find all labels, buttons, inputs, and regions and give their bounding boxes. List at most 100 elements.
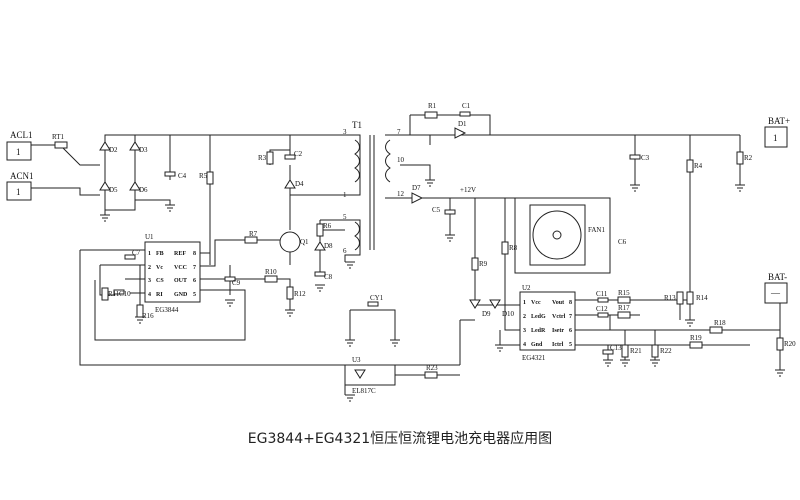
c1-capacitor xyxy=(459,111,471,117)
u2-pin-8: 8 xyxy=(569,300,572,306)
d7-diode xyxy=(411,192,424,204)
bat-negative-pin: — xyxy=(770,288,781,298)
r11-resistor xyxy=(101,287,109,301)
t1-pin-5: 5 xyxy=(343,213,347,221)
r14-resistor xyxy=(686,291,694,305)
acn1-pin: 1 xyxy=(16,187,21,197)
rt1-label: RT1 xyxy=(52,133,65,141)
r21-label: R21 xyxy=(630,347,642,355)
u1-pin-out: OUT xyxy=(174,278,187,284)
bat-positive-label: BAT+ xyxy=(768,116,790,126)
r6-resistor xyxy=(316,223,324,237)
bat-positive-terminal[interactable] xyxy=(764,126,788,148)
t1-pin-12: 12 xyxy=(397,190,405,198)
acl1-label: ACL1 xyxy=(10,130,33,140)
t1-pin-3: 3 xyxy=(343,128,347,136)
r20-label: R20 xyxy=(784,340,796,348)
r4-label: R4 xyxy=(694,162,703,170)
u1-pin-ri: RI xyxy=(156,292,163,298)
components xyxy=(6,111,788,386)
u2-pin-1: 1 xyxy=(523,300,526,306)
d3-label: D3 xyxy=(139,146,148,154)
v12-label: +12V xyxy=(460,186,476,194)
d10-led xyxy=(489,299,501,309)
u2-pin-gnd: Gnd xyxy=(531,342,543,348)
d1-diode xyxy=(454,127,467,139)
ground-symbols xyxy=(100,179,785,402)
r2-resistor xyxy=(736,151,744,165)
r3-resistor xyxy=(266,151,274,165)
u2-part-label: EG4321 xyxy=(522,354,546,362)
c6-label: C6 xyxy=(618,238,627,246)
u1-pin-vc: Vc xyxy=(156,265,163,271)
u1-pin-8: 8 xyxy=(193,251,196,257)
c4-capacitor xyxy=(164,171,176,177)
c10-label: C10 xyxy=(119,290,131,298)
u2-pin-5: 5 xyxy=(569,342,572,348)
r12-label: R12 xyxy=(294,290,306,298)
t1-pin-1: 1 xyxy=(343,191,347,199)
q1-label: Q1 xyxy=(300,238,309,246)
r22-resistor xyxy=(651,344,659,358)
r17-resistor xyxy=(617,311,631,319)
u1-pin-7: 7 xyxy=(193,265,196,271)
r21-resistor xyxy=(621,344,629,358)
u3-part-label: EL817C xyxy=(352,387,376,395)
r12-resistor xyxy=(286,286,294,300)
d2-diode xyxy=(99,141,111,151)
c4-label: C4 xyxy=(178,172,187,180)
r3-label: R3 xyxy=(258,154,267,162)
c3-label: C3 xyxy=(641,154,650,162)
c2-label: C2 xyxy=(294,150,303,158)
fan1-label: FAN1 xyxy=(588,226,605,234)
u1-pin-4: 4 xyxy=(148,292,151,298)
r19-label: R19 xyxy=(690,334,702,342)
d10-label: D10 xyxy=(502,310,515,318)
c5-label: C5 xyxy=(432,206,441,214)
t1-pin-6: 6 xyxy=(343,247,347,255)
u2-pin-vout: Vout xyxy=(552,300,564,306)
t1-primary-winding xyxy=(354,139,360,183)
bat-negative-terminal[interactable] xyxy=(764,282,788,304)
r16-label: R16 xyxy=(142,312,154,320)
c11-label: C11 xyxy=(596,290,608,298)
u2-pin-2: 2 xyxy=(523,314,526,320)
d6-label: D6 xyxy=(139,186,148,194)
r13-resistor xyxy=(676,291,684,305)
r1-label: R1 xyxy=(428,102,437,110)
u1-pin-6: 6 xyxy=(193,278,196,284)
acl1-terminal[interactable] xyxy=(6,141,32,161)
c5-capacitor xyxy=(444,209,456,215)
t1-pin-7: 7 xyxy=(397,128,401,136)
r4-resistor xyxy=(686,159,694,173)
labels: ACL1 ACN1 1 1 RT1 D2 D3 D5 D6 C4 R5 U1 E… xyxy=(10,102,796,395)
u1-pin-vcc: VCC xyxy=(174,265,187,271)
cy1-capacitor xyxy=(367,301,379,307)
q1-mosfet xyxy=(279,231,301,253)
u2-label: U2 xyxy=(522,284,531,292)
c13-label: C13 xyxy=(610,344,622,352)
c8-capacitor xyxy=(314,271,326,277)
c7-capacitor xyxy=(124,254,136,260)
u1-pin-1: 1 xyxy=(148,251,151,257)
u2-pin-isetr: Isetr xyxy=(552,328,564,334)
bat-negative-label: BAT- xyxy=(768,272,787,282)
u1-ic xyxy=(144,241,201,303)
c12-label: C12 xyxy=(596,305,608,313)
t1-label: T1 xyxy=(352,120,362,130)
c8-label: C8 xyxy=(324,273,333,281)
acn1-terminal[interactable] xyxy=(6,181,32,201)
c9-capacitor xyxy=(224,276,236,282)
r7-label: R7 xyxy=(249,230,258,238)
u1-pin-3: 3 xyxy=(148,278,151,284)
c1-label: C1 xyxy=(462,102,471,110)
r11-label: R11 xyxy=(108,290,120,298)
u2-pin-ledg: LedG xyxy=(531,314,546,320)
bat-positive-pin: 1 xyxy=(773,133,778,143)
r9-label: R9 xyxy=(479,260,488,268)
c7-label: C7 xyxy=(132,249,141,257)
r5-resistor xyxy=(206,171,214,185)
r22-label: R22 xyxy=(660,347,672,355)
rt1-thermistor xyxy=(54,141,68,149)
